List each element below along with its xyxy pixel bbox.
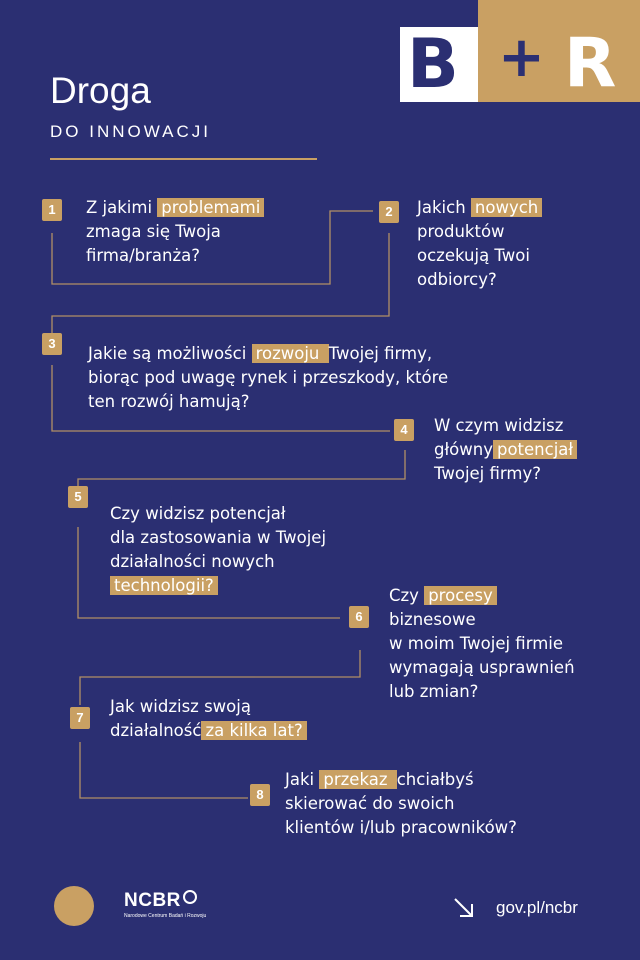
question-text: chciałbyś xyxy=(396,770,474,789)
question-text: dla zastosowania w Twojej xyxy=(110,528,327,547)
question-text: wymagają usprawnień xyxy=(389,658,575,677)
step-number-4: 4 xyxy=(394,419,414,441)
highlighted-keyword: rozwoju xyxy=(251,344,329,363)
question-text: Twojej firmy? xyxy=(434,464,541,483)
question-text: Czy xyxy=(389,586,425,605)
step-question-3: Jakie są możliwości rozwoju Twojej firmy… xyxy=(88,342,448,414)
question-text: Jakie są możliwości xyxy=(88,344,252,363)
footer-url-link[interactable]: gov.pl/ncbr xyxy=(496,898,578,917)
question-text: oczekują Twoi xyxy=(417,246,530,265)
question-line: biorąc pod uwagę rynek i przeszkody, któ… xyxy=(88,366,448,390)
footer-circle-decoration xyxy=(54,886,94,926)
question-text: ten rozwój hamują? xyxy=(88,392,250,411)
step-question-5: Czy widzisz potencjał dla zastosowania w … xyxy=(110,502,326,598)
question-line: biznesowe xyxy=(389,608,575,632)
question-line: technologii? xyxy=(110,574,326,598)
step-number-1: 1 xyxy=(42,199,62,221)
question-text: Czy widzisz potencjał xyxy=(110,504,286,523)
question-text: Jaki xyxy=(285,770,320,789)
question-text: lub zmian? xyxy=(389,682,479,701)
highlighted-keyword: nowych xyxy=(470,198,543,217)
question-text: biorąc pod uwagę rynek i przeszkody, któ… xyxy=(88,368,449,387)
question-line: Jaki przekaz chciałbyś xyxy=(285,768,517,792)
logo-b-block: B xyxy=(400,27,478,102)
question-line: firma/branża? xyxy=(86,244,264,268)
ncbr-logo-mark-icon xyxy=(182,890,197,904)
question-text: działalność xyxy=(110,721,202,740)
question-text: Jakich xyxy=(417,198,471,217)
step-number-8: 8 xyxy=(250,784,270,806)
question-line: w moim Twojej firmie xyxy=(389,632,575,656)
step-question-2: Jakich nowych produktów oczekują Twoi odbio… xyxy=(417,196,543,292)
highlighted-keyword: technologii? xyxy=(110,576,218,595)
question-text: odbiorcy? xyxy=(417,270,497,289)
question-text: skierować do swoich xyxy=(285,794,455,813)
logo-r-block: + R xyxy=(478,0,640,102)
highlighted-keyword: procesy xyxy=(424,586,497,605)
question-text: Twojej firmy, xyxy=(328,344,433,363)
question-line: oczekują Twoi xyxy=(417,244,542,268)
question-text: główny xyxy=(434,440,493,459)
ncbr-logo-subtitle: Narodowe Centrum Badań i Rozwoju xyxy=(124,913,207,919)
question-line: ten rozwój hamują? xyxy=(88,390,448,414)
step-question-6: Czy procesy biznesowe w moim Twojej firmie… xyxy=(389,584,575,704)
question-text: Z jakimi xyxy=(86,198,158,217)
question-line: Czy procesy xyxy=(389,584,575,608)
question-text: Jak widzisz swoją xyxy=(110,697,251,716)
question-line: Twojej firmy? xyxy=(434,462,577,486)
logo-plus: + xyxy=(498,25,545,90)
question-line: klientów i/lub pracowników? xyxy=(285,816,517,840)
logo-letter-b: B xyxy=(407,25,459,104)
question-line: Jak widzisz swoją xyxy=(110,695,307,719)
title-divider xyxy=(50,158,317,160)
question-text: klientów i/lub pracowników? xyxy=(285,818,517,837)
question-line: W czym widzisz xyxy=(434,414,577,438)
step-number-2: 2 xyxy=(379,201,399,223)
question-text: działalności nowych xyxy=(110,552,275,571)
step-question-1: Z jakimi problemami zmaga się Twoja firma/… xyxy=(86,196,265,268)
step-question-8: Jaki przekaz chciałbyś skierować do swoic… xyxy=(285,768,517,840)
question-line: dla zastosowania w Twojej xyxy=(110,526,326,550)
step-number-3: 3 xyxy=(42,333,62,355)
question-line: Jakie są możliwości rozwoju Twojej firmy… xyxy=(88,342,448,366)
question-line: Z jakimi problemami xyxy=(86,196,265,220)
ncbr-logo: NCBR xyxy=(124,890,197,912)
question-line: lub zmian? xyxy=(389,680,575,704)
question-line: odbiorcy? xyxy=(417,268,542,292)
logo-letter-r: R xyxy=(564,24,617,103)
highlighted-keyword: przekaz xyxy=(319,770,397,789)
step-number-6: 6 xyxy=(349,606,369,628)
highlighted-keyword: problemami xyxy=(157,198,265,217)
question-text: produktów xyxy=(417,222,505,241)
question-text: w moim Twojej firmie xyxy=(389,634,564,653)
question-text: firma/branża? xyxy=(86,246,200,265)
question-line: Czy widzisz potencjał xyxy=(110,502,326,526)
question-line: skierować do swoich xyxy=(285,792,517,816)
question-line: działalności nowych xyxy=(110,550,326,574)
question-text: W czym widzisz xyxy=(434,416,564,435)
question-text: biznesowe xyxy=(389,610,476,629)
question-line: wymagają usprawnień xyxy=(389,656,575,680)
page-subtitle: DO INNOWACJI xyxy=(50,122,211,141)
question-line: zmaga się Twoja xyxy=(86,220,264,244)
question-line: produktów xyxy=(417,220,542,244)
ncbr-logo-text: NCBR xyxy=(124,890,181,911)
highlighted-keyword: potencjał xyxy=(492,440,578,459)
step-number-5: 5 xyxy=(68,486,88,508)
step-number-7: 7 xyxy=(70,707,90,729)
highlighted-keyword: za kilka lat? xyxy=(201,721,307,740)
page-title: Droga xyxy=(50,70,151,111)
arrow-down-right-icon xyxy=(454,898,473,917)
question-line: Jakich nowych xyxy=(417,196,543,220)
question-text: zmaga się Twoja xyxy=(86,222,221,241)
